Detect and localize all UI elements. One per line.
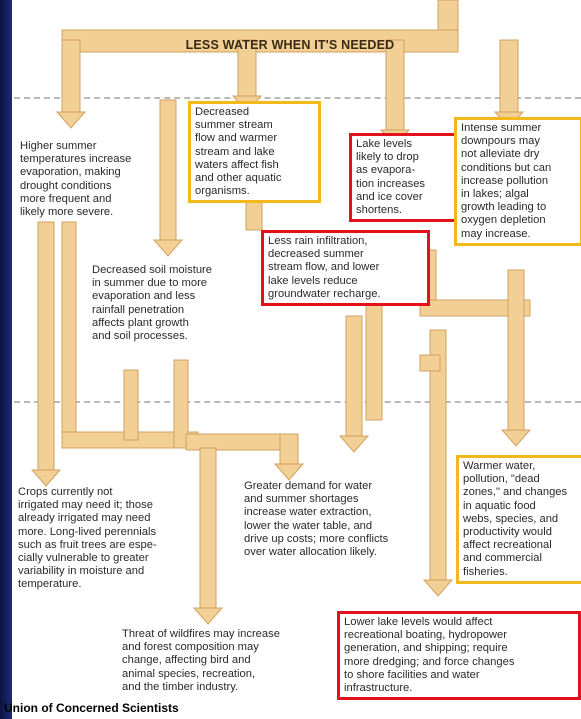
text-crops-irrigation: Crops currently not irrigated may need i…: [18, 486, 157, 591]
arrow-segment: [507, 269, 525, 431]
section-divider-middle: [14, 401, 581, 403]
highlight-intense-downpours: Intense summer downpours may not allevia…: [454, 117, 581, 246]
left-edge-band: [0, 0, 12, 719]
arrowhead: [30, 469, 62, 487]
text-water-demand: Greater demand for water and summer shor…: [244, 480, 389, 559]
arrowhead: [192, 607, 224, 625]
arrow-segment: [365, 299, 383, 421]
arrow-segment: [419, 299, 531, 317]
highlight-lower-lake-levels: Lower lake levels would affect recreatio…: [337, 611, 581, 701]
arrowhead: [273, 463, 305, 481]
arrow-segment: [199, 447, 217, 609]
arrowhead: [55, 111, 87, 129]
arrow-segment: [123, 369, 139, 441]
arrow-segment: [385, 39, 405, 131]
arrow-segment: [279, 433, 299, 465]
arrow-segment: [173, 359, 189, 449]
arrow-segment: [37, 221, 55, 471]
banner-title: LESS WATER WHEN IT'S NEEDED: [185, 38, 395, 52]
text-soil-moisture: Decreased soil moisture in summer due to…: [92, 264, 213, 343]
highlight-stream-flow: Decreased summer stream flow and warmer …: [188, 101, 321, 204]
arrow-segment: [345, 315, 363, 437]
arrow-segment: [419, 354, 441, 372]
arrowhead: [422, 579, 454, 597]
section-divider-top: [14, 97, 581, 99]
text-higher-temperatures: Higher summer temperatures increase evap…: [20, 140, 132, 219]
highlight-lake-levels: Lake levels likely to drop as evapora- t…: [349, 133, 457, 223]
arrowhead: [338, 435, 370, 453]
highlight-rain-infiltration: Less rain infiltration, decreased summer…: [261, 230, 430, 307]
arrow-segment: [61, 221, 77, 443]
arrowhead: [500, 429, 532, 447]
arrow-segment: [499, 39, 519, 113]
source-credit: Union of Concerned Scientists: [4, 701, 179, 715]
highlight-warmer-water: Warmer water, pollution, "dead zones," a…: [456, 455, 581, 584]
text-wildfires: Threat of wildfires may increase and for…: [122, 628, 280, 693]
arrowhead: [152, 239, 184, 257]
arrow-segment: [61, 39, 81, 113]
